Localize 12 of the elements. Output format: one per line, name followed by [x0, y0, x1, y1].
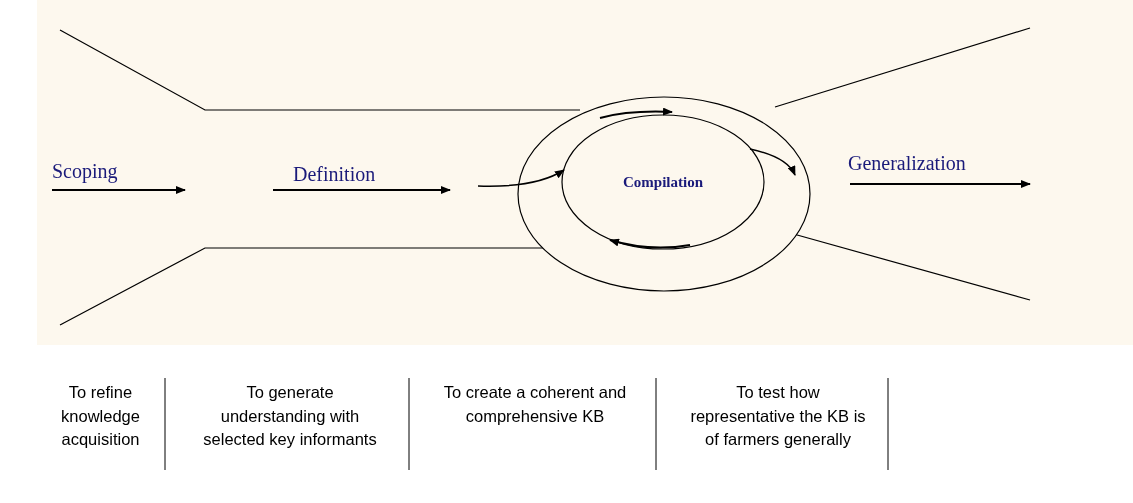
- stage-label: Scoping: [52, 160, 118, 183]
- stage-description: To generate understanding with selected key informants: [202, 382, 378, 450]
- stage-description: To create a coherent and comprehensive KB: [442, 382, 628, 427]
- stage-description: To refine knowledge acquisition: [60, 382, 141, 450]
- process-ellipse: [561, 114, 765, 250]
- stage-label: Generalization: [848, 152, 966, 175]
- node-label: Compilation: [623, 174, 703, 190]
- stage-description: To test how representative the KB is of farmers generally: [689, 382, 867, 450]
- arrow: [477, 169, 565, 187]
- ring-shape: [517, 96, 811, 292]
- arrow: [749, 148, 796, 176]
- stage-label: Definition: [293, 163, 376, 186]
